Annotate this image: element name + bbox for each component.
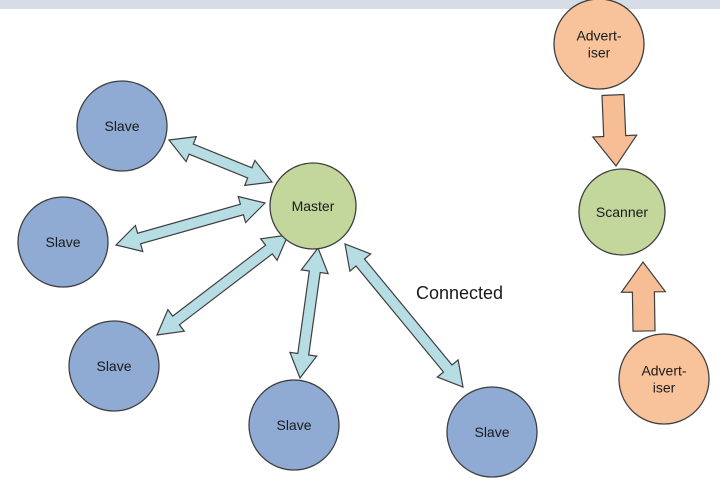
- connection-arrow-3: [156, 234, 289, 336]
- advertiser-node-1-circle: [553, 0, 645, 90]
- slave-node-4-circle: [248, 379, 340, 471]
- advertising-arrow-2: [620, 260, 667, 332]
- slave-node-2-circle: [17, 196, 109, 288]
- scanner-node-circle: [578, 168, 666, 256]
- connection-arrow-4: [288, 246, 330, 380]
- master-node-circle: [269, 162, 357, 250]
- advertiser-node-2-label: Advert-: [641, 363, 686, 379]
- advertising-arrow-1: [591, 93, 638, 168]
- slave-node-1-circle: [76, 80, 168, 172]
- master-node: Master: [269, 162, 357, 250]
- scanner-node: Scanner: [578, 168, 666, 256]
- master-node-label: Master: [292, 198, 335, 214]
- scanner-node-label: Scanner: [596, 204, 648, 220]
- slave-node-5-label: Slave: [474, 424, 509, 440]
- advertiser-node-2: Advert-iser: [618, 333, 710, 425]
- slave-node-1-label: Slave: [104, 118, 139, 134]
- connection-arrow-2: [114, 195, 267, 253]
- slave-node-3: Slave: [68, 320, 160, 412]
- advertiser-node-2-label: iser: [653, 380, 676, 396]
- top-bar: [0, 0, 720, 9]
- advertiser-node-2-circle: [618, 333, 710, 425]
- slave-node-4-label: Slave: [276, 417, 311, 433]
- slave-node-3-label: Slave: [96, 358, 131, 374]
- connection-arrow-1: [167, 135, 274, 187]
- connected-label: Connected: [416, 283, 503, 303]
- advertiser-node-1: Advert-iser: [553, 0, 645, 90]
- advertiser-node-1-label: iser: [588, 45, 611, 61]
- slave-node-2: Slave: [17, 196, 109, 288]
- connection-arrow-5: [344, 243, 464, 388]
- arrows-layer: [114, 93, 667, 388]
- slave-node-4: Slave: [248, 379, 340, 471]
- slave-node-3-circle: [68, 320, 160, 412]
- slave-node-2-label: Slave: [45, 234, 80, 250]
- slave-node-1: Slave: [76, 80, 168, 172]
- slave-node-5: Slave: [446, 386, 538, 478]
- advertiser-node-1-label: Advert-: [576, 28, 621, 44]
- slave-node-5-circle: [446, 386, 538, 478]
